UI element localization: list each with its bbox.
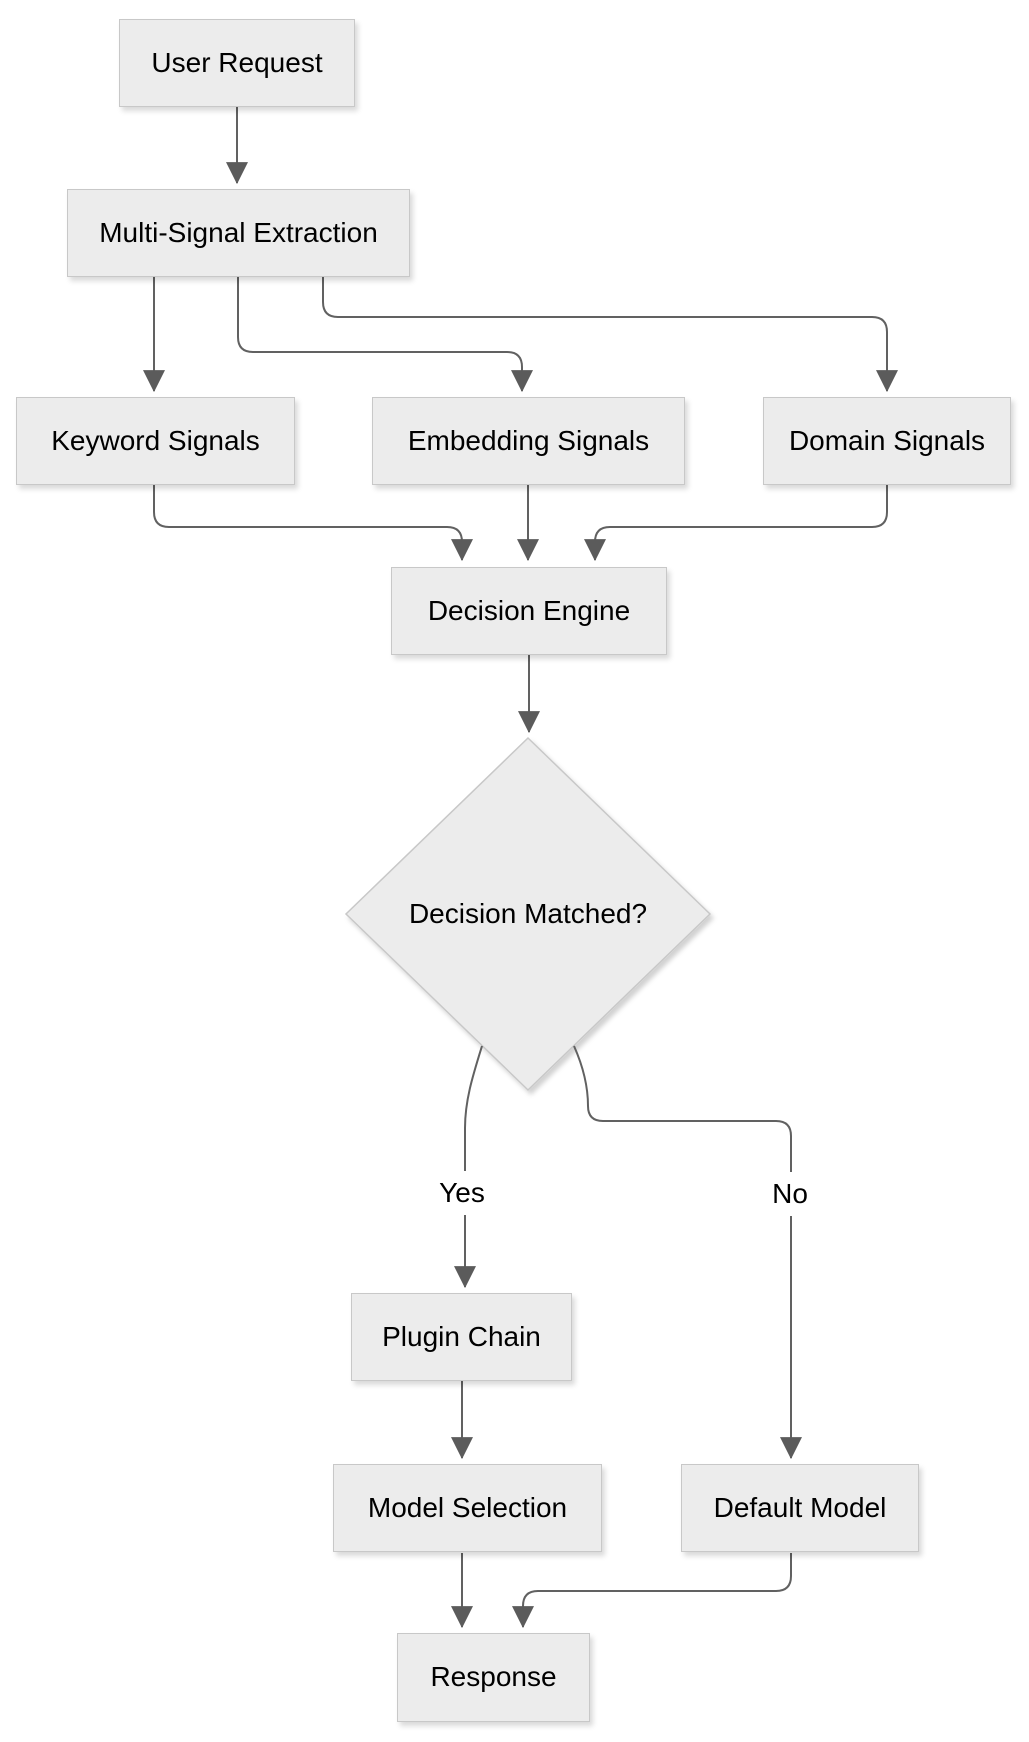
node-decision-matched-label: Decision Matched? <box>408 898 648 929</box>
node-multi-signal-extraction: Multi-Signal Extraction <box>67 189 410 277</box>
node-keyword-signals: Keyword Signals <box>16 397 295 485</box>
edge-label-yes: Yes <box>431 1171 493 1215</box>
node-model-selection: Model Selection <box>333 1464 602 1552</box>
edge-keyword-signals-to-decision-engine <box>153 485 473 562</box>
node-decision-matched-diamond-shape <box>344 736 712 1092</box>
node-default-model: Default Model <box>681 1464 919 1552</box>
node-response: Response <box>397 1633 590 1722</box>
node-user-request: User Request <box>119 19 355 107</box>
edge-decision-matched-to-plugin-chain <box>454 1045 483 1289</box>
edge-decision-matched-to-default-model <box>573 1045 802 1460</box>
node-plugin-chain: Plugin Chain <box>351 1293 572 1381</box>
edge-label-no: No <box>764 1172 816 1216</box>
node-domain-signals: Domain Signals <box>763 397 1011 485</box>
node-embedding-signals: Embedding Signals <box>372 397 685 485</box>
edge-default-model-to-response <box>512 1553 792 1629</box>
edge-domain-signals-to-decision-engine <box>584 485 888 562</box>
node-decision-engine: Decision Engine <box>391 567 667 655</box>
edge-multi-signal-extraction-to-domain-signals <box>322 277 898 393</box>
edge-multi-signal-extraction-to-embedding-signals <box>237 277 533 393</box>
